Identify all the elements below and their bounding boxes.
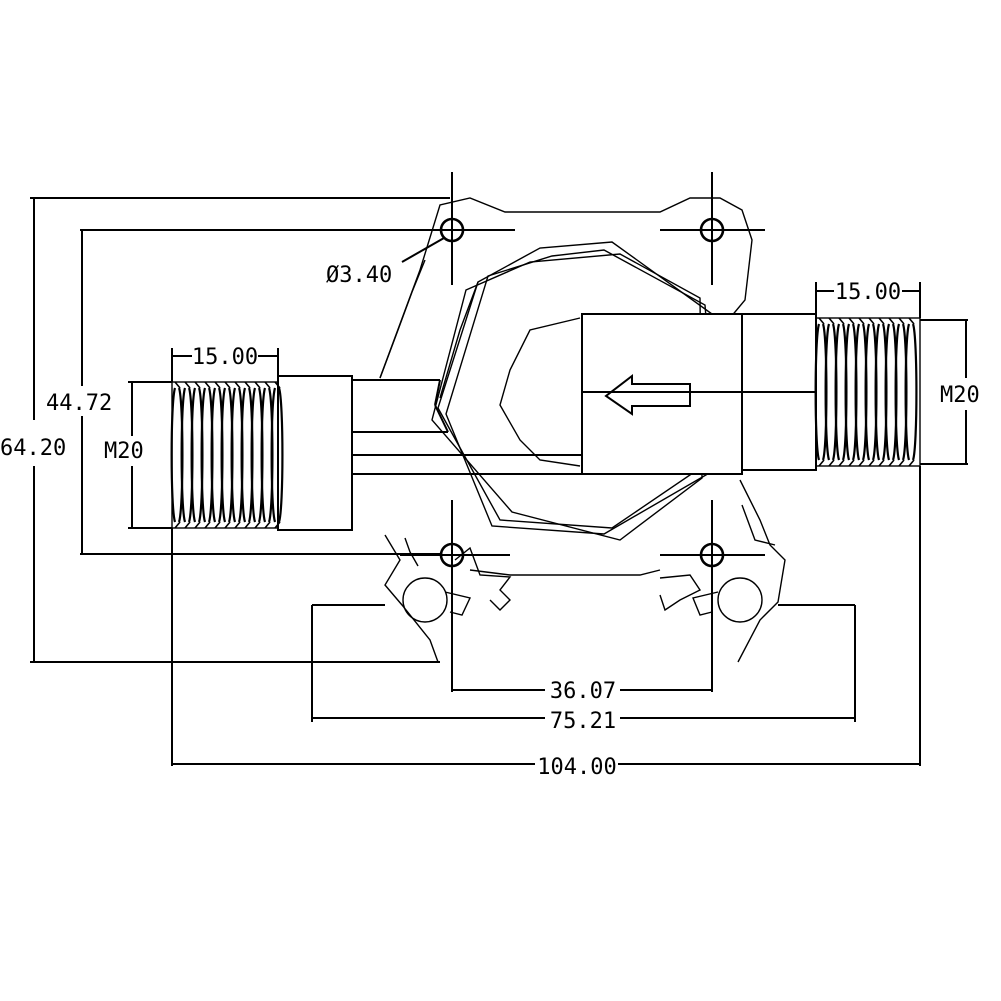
right-port	[581, 313, 921, 475]
left-port	[170, 375, 582, 531]
thread-crest	[184, 521, 191, 529]
thread-crest	[254, 521, 261, 529]
thread-crest	[868, 317, 875, 325]
thread-turn	[904, 323, 918, 461]
thread-crest	[868, 459, 875, 467]
thread-crest	[264, 521, 271, 529]
thread-crest	[264, 381, 271, 389]
thread-crest	[818, 317, 825, 325]
thread-crest	[858, 459, 865, 467]
inner-height-label: 44.72	[46, 391, 112, 416]
thread-crest	[234, 521, 241, 529]
thread-crest	[888, 459, 895, 467]
valve-body-outline	[379, 197, 786, 663]
thread-crest	[184, 381, 191, 389]
thread-crest	[848, 317, 855, 325]
thread-crest	[244, 521, 251, 529]
thread-crest	[898, 459, 905, 467]
dimension-labels: Ø3.40 64.20 44.72 15.00 15.00 M20 M20 36…	[0, 263, 980, 780]
thread-turn	[270, 387, 284, 523]
thread-crest	[274, 381, 281, 389]
thread-crest	[838, 317, 845, 325]
left-thread-length-label: 15.00	[192, 345, 258, 370]
thread-crest	[274, 521, 281, 529]
thread-crest	[858, 317, 865, 325]
thread-crest	[828, 459, 835, 467]
thread-crest	[224, 521, 231, 529]
thread-crest	[908, 459, 915, 467]
thread-crest	[244, 381, 251, 389]
thread-crest	[204, 521, 211, 529]
thread-crest	[224, 381, 231, 389]
dimension-lines	[30, 197, 968, 766]
thread-crest	[194, 521, 201, 529]
right-thread-length-label: 15.00	[835, 280, 901, 305]
thread-crest	[194, 381, 201, 389]
hole-spacing-label: 36.07	[550, 679, 616, 704]
flow-direction-arrow	[604, 373, 691, 416]
overall-length-label: 104.00	[537, 755, 616, 780]
thread-crest	[174, 521, 181, 529]
thread-crest	[214, 381, 221, 389]
thread-crest	[878, 459, 885, 467]
thread-crest	[254, 381, 261, 389]
left-thread-size-label: M20	[104, 439, 144, 464]
thread-crest	[908, 317, 915, 325]
right-thread-size-label: M20	[940, 383, 980, 408]
base-width-label: 75.21	[550, 709, 616, 734]
thread-crest	[204, 381, 211, 389]
thread-crest	[838, 459, 845, 467]
left-thread-hatch	[170, 381, 284, 529]
hole-diameter-label: Ø3.40	[326, 263, 392, 288]
thread-crest	[828, 317, 835, 325]
right-thread-hatch	[814, 317, 918, 467]
thread-crest	[848, 459, 855, 467]
thread-crest	[888, 317, 895, 325]
thread-crest	[878, 317, 885, 325]
thread-crest	[174, 381, 181, 389]
thread-crest	[898, 317, 905, 325]
thread-crest	[214, 521, 221, 529]
thread-crest	[234, 381, 241, 389]
outer-height-label: 64.20	[0, 436, 66, 461]
thread-crest	[818, 459, 825, 467]
